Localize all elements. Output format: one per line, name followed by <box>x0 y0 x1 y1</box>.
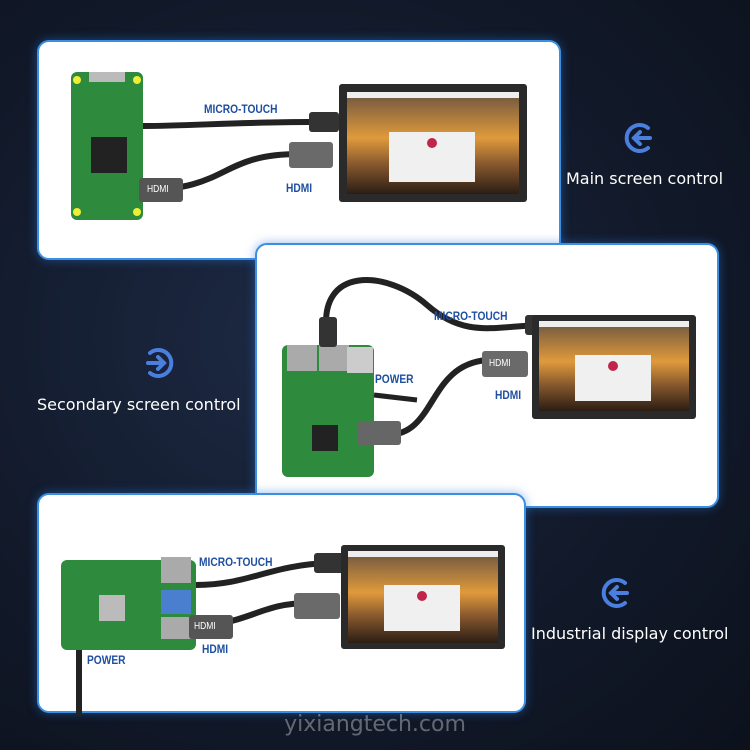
micro-touch-label: MICRO-TOUCH <box>434 309 508 323</box>
login-arrow-left-icon <box>624 123 652 153</box>
hdmi-label: HDMI <box>286 181 313 195</box>
industrial-display-caption: Industrial display control <box>531 624 729 643</box>
hdmi-plug-label: HDMI <box>194 621 216 632</box>
panel-main-screen: MICRO-TOUCH HDMI HDMI <box>37 40 561 260</box>
panel-secondary-screen: MICRO-TOUCH POWER HDMI HDMI <box>255 243 719 508</box>
industrial-display-illustration <box>61 545 505 715</box>
hdmi-plug-label: HDMI <box>489 358 511 369</box>
power-label: POWER <box>375 372 414 386</box>
login-arrow-right-icon <box>146 348 174 378</box>
hdmi-label: HDMI <box>202 642 229 656</box>
secondary-screen-illustration <box>282 277 696 477</box>
power-label: POWER <box>87 653 126 667</box>
secondary-screen-caption: Secondary screen control <box>37 395 241 414</box>
panel-industrial-display: MICRO-TOUCH POWER HDMI HDMI <box>37 493 526 715</box>
micro-touch-label: MICRO-TOUCH <box>199 555 273 569</box>
watermark: yixiangtech.com <box>284 712 466 737</box>
hdmi-label: HDMI <box>495 388 522 402</box>
main-screen-illustration <box>71 72 527 220</box>
raspberry-pi-board <box>282 345 374 477</box>
micro-touch-label: MICRO-TOUCH <box>204 102 278 116</box>
hdmi-plug-label: HDMI <box>147 184 169 195</box>
main-screen-caption: Main screen control <box>566 169 724 188</box>
login-arrow-left-icon <box>601 578 629 608</box>
